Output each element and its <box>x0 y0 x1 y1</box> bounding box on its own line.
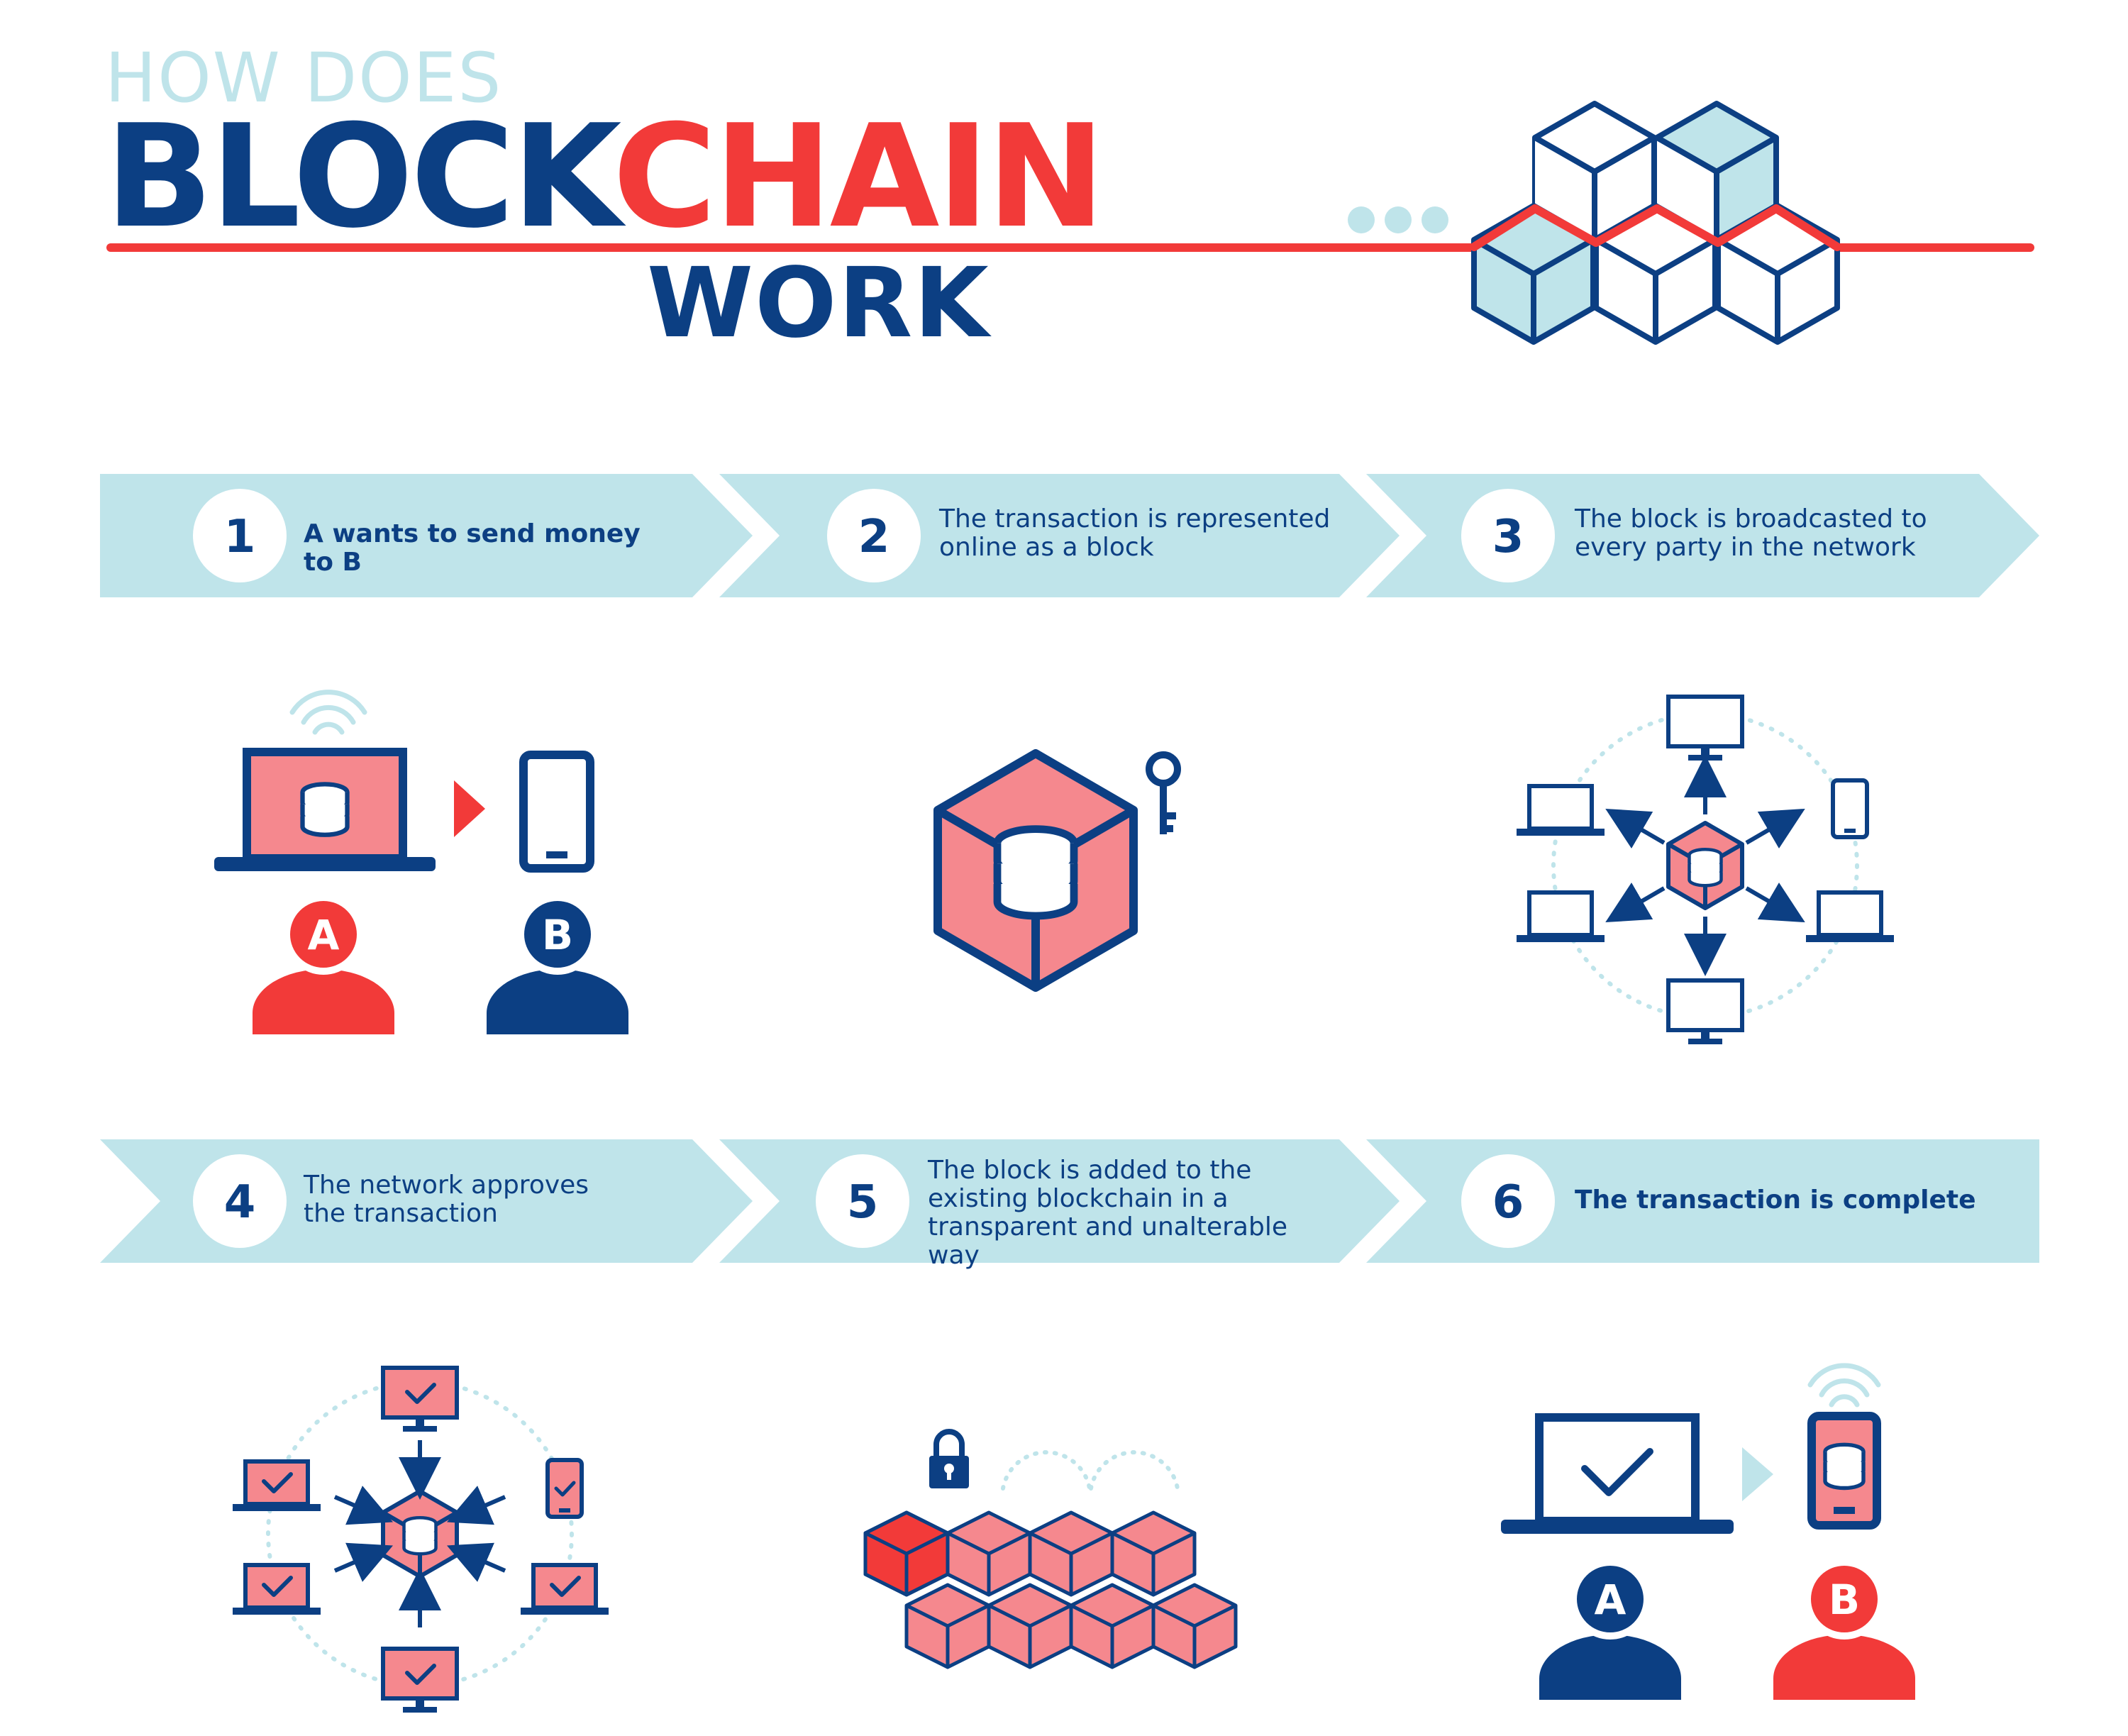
header-cube-cluster <box>1470 101 1841 345</box>
page-title: BLOCKCHAIN <box>105 106 1105 248</box>
ellipsis-dot <box>1348 206 1375 233</box>
illustration-broadcast <box>1517 697 1894 1044</box>
step-3-text: The block is broadcasted to every party … <box>1575 504 1927 562</box>
step-6-text: The transaction is complete <box>1575 1185 1976 1215</box>
title-work-word: WORK <box>647 248 990 360</box>
step-4-text: The network approves the transaction <box>304 1171 589 1228</box>
step-1-text: A wants to send money to B <box>304 519 641 577</box>
illustration-send-money <box>214 690 628 1034</box>
step-5-text: The block is added to the existing block… <box>928 1156 1287 1270</box>
step-number: 5 <box>847 1176 879 1229</box>
step-2-text: The transaction is represented online as… <box>939 504 1331 562</box>
step-number: 2 <box>858 511 890 563</box>
step-number: 6 <box>1492 1176 1524 1229</box>
person-b-label: B <box>542 911 573 959</box>
title-chain-word: CHAIN <box>612 94 1106 260</box>
title-block-word: BLOCK <box>105 94 616 260</box>
person-a-label: A <box>1595 1576 1627 1624</box>
person-b-label: B <box>1829 1576 1860 1624</box>
title-kicker: HOW DOES <box>105 38 503 118</box>
step-number: 3 <box>1492 511 1524 563</box>
step-number: 1 <box>224 511 256 563</box>
illustration-complete <box>1501 1363 1915 1700</box>
ellipsis-dot <box>1385 206 1412 233</box>
step-number: 4 <box>224 1176 256 1229</box>
ellipsis-dot <box>1422 206 1448 233</box>
illustration-blockchain <box>863 1429 1236 1667</box>
illustration-block-key <box>933 749 1181 992</box>
person-a-label: A <box>308 911 340 959</box>
illustration-network-approves <box>233 1368 609 1713</box>
step-number-circles <box>193 489 1555 1248</box>
